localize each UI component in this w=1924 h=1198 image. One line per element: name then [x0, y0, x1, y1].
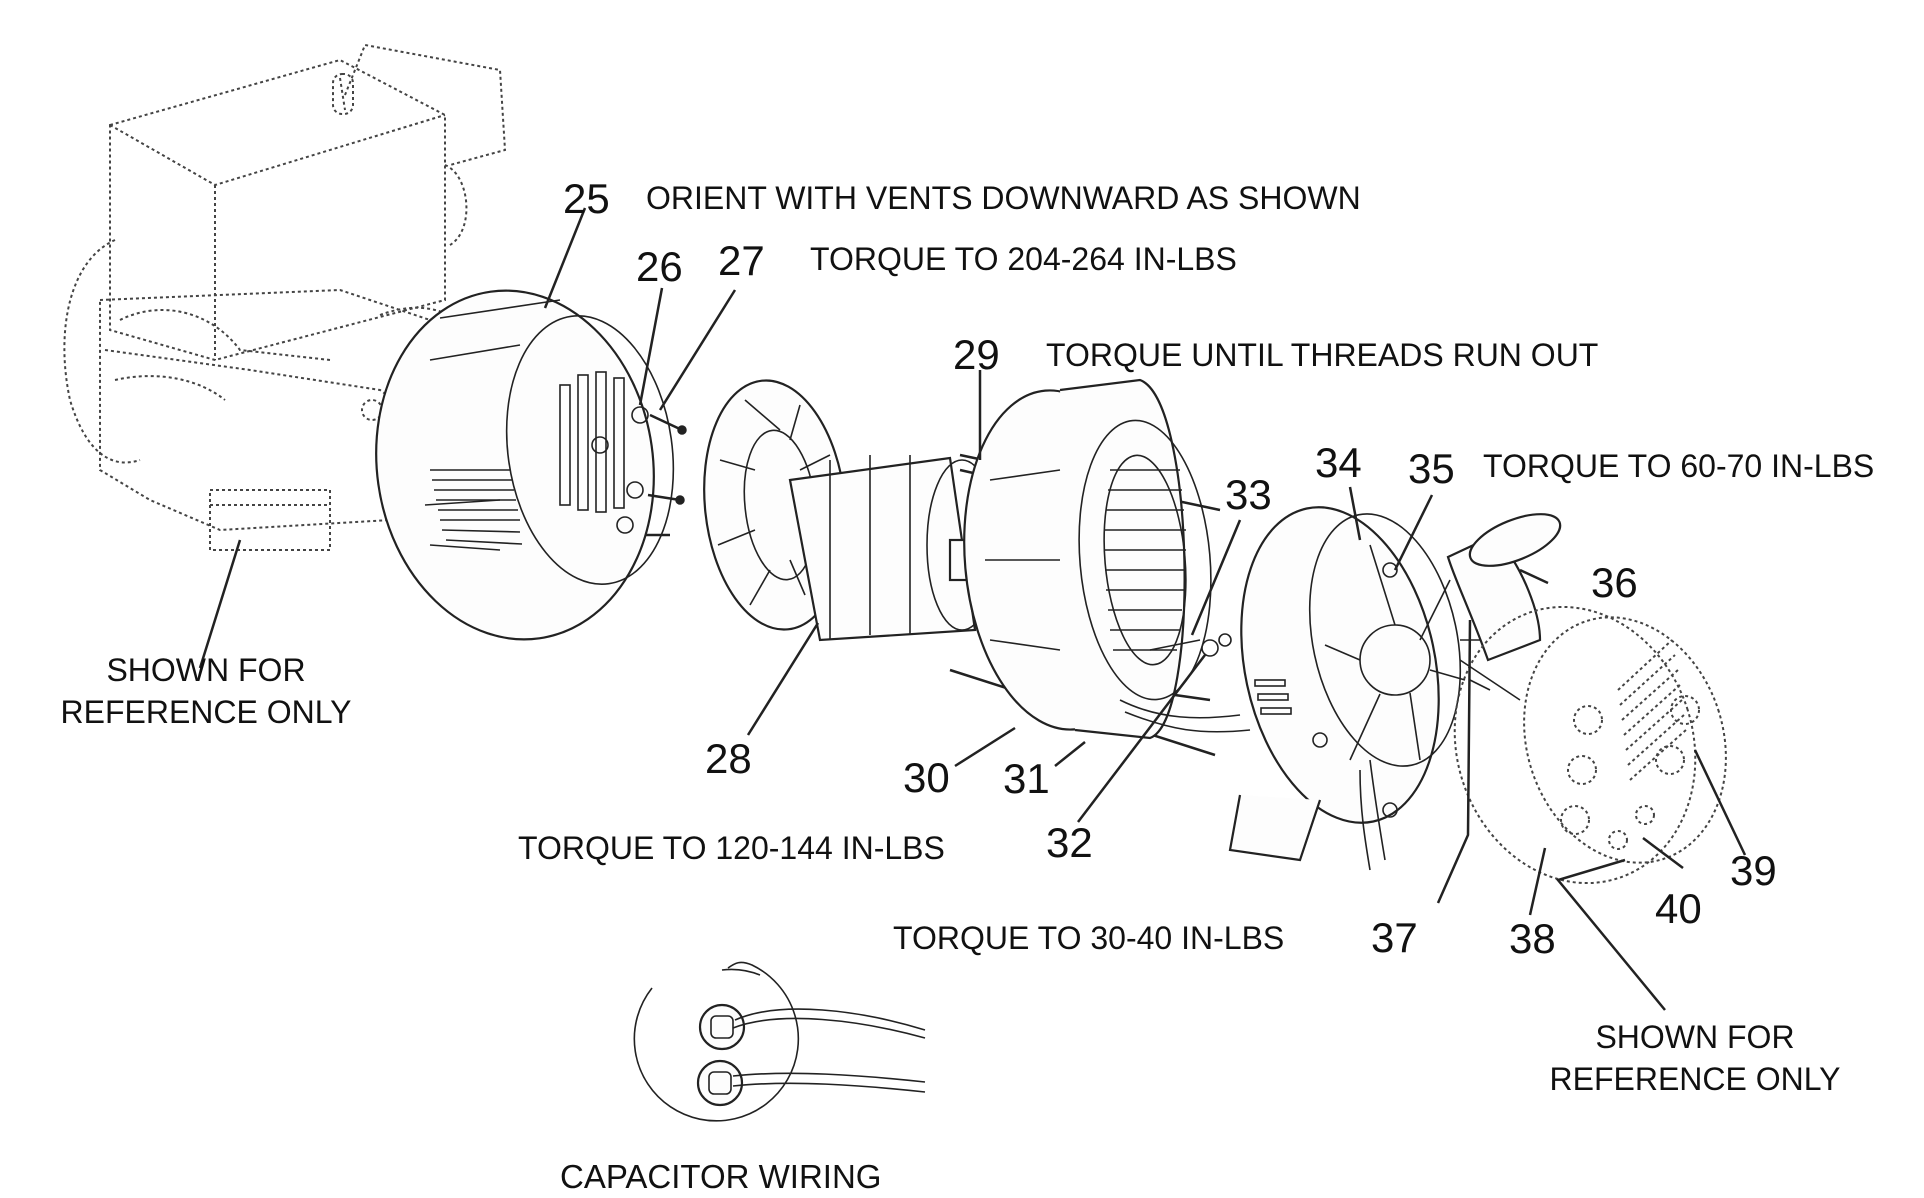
- callout-25: 25: [563, 175, 610, 222]
- callout-39: 39: [1730, 847, 1777, 894]
- reference-note-left: SHOWN FOR REFERENCE ONLY: [45, 650, 367, 733]
- capacitor-part: [1446, 513, 1562, 662]
- torque-note-120-144: TORQUE TO 120-144 IN-LBS: [518, 830, 945, 866]
- control-panel: [1453, 605, 1727, 885]
- torque-note-threads: TORQUE UNTIL THREADS RUN OUT: [1046, 337, 1599, 373]
- callout-28: 28: [705, 735, 752, 782]
- torque-note-30-40: TORQUE TO 30-40 IN-LBS: [893, 920, 1285, 956]
- capacitor-wiring-inset: [633, 961, 926, 1122]
- terminal-screws: [1149, 633, 1232, 657]
- callout-31: 31: [1003, 755, 1050, 802]
- adapter-housing-part: [375, 289, 675, 641]
- orient-note: ORIENT WITH VENTS DOWNWARD AS SHOWN: [646, 180, 1361, 216]
- reference-right-line1: SHOWN FOR: [1595, 1019, 1795, 1055]
- rotor-fan-assembly: [703, 379, 998, 642]
- callout-32: 32: [1046, 819, 1093, 866]
- torque-note-204-264: TORQUE TO 204-264 IN-LBS: [810, 241, 1237, 277]
- callout-34: 34: [1315, 439, 1362, 486]
- reference-right-line2: REFERENCE ONLY: [1549, 1060, 1841, 1097]
- reference-note-right: SHOWN FOR REFERENCE ONLY: [1534, 1017, 1856, 1100]
- callout-40: 40: [1655, 885, 1702, 932]
- callout-38: 38: [1509, 915, 1556, 962]
- reference-left-line1: SHOWN FOR: [106, 652, 306, 688]
- callout-26: 26: [636, 243, 683, 290]
- callout-29: 29: [953, 331, 1000, 378]
- callout-33: 33: [1225, 471, 1272, 518]
- mounting-bolts: [591, 406, 687, 537]
- callout-37: 37: [1371, 914, 1418, 961]
- callout-35: 35: [1408, 445, 1455, 492]
- reference-left-line2: REFERENCE ONLY: [60, 693, 352, 730]
- callout-27: 27: [718, 237, 765, 284]
- callout-36: 36: [1591, 559, 1638, 606]
- callout-30: 30: [903, 754, 950, 801]
- torque-note-60-70: TORQUE TO 60-70 IN-LBS: [1483, 448, 1875, 484]
- capacitor-wiring-caption: CAPACITOR WIRING: [560, 1158, 882, 1195]
- stator-assembly: [963, 378, 1251, 740]
- leader-lines: [198, 207, 1747, 1011]
